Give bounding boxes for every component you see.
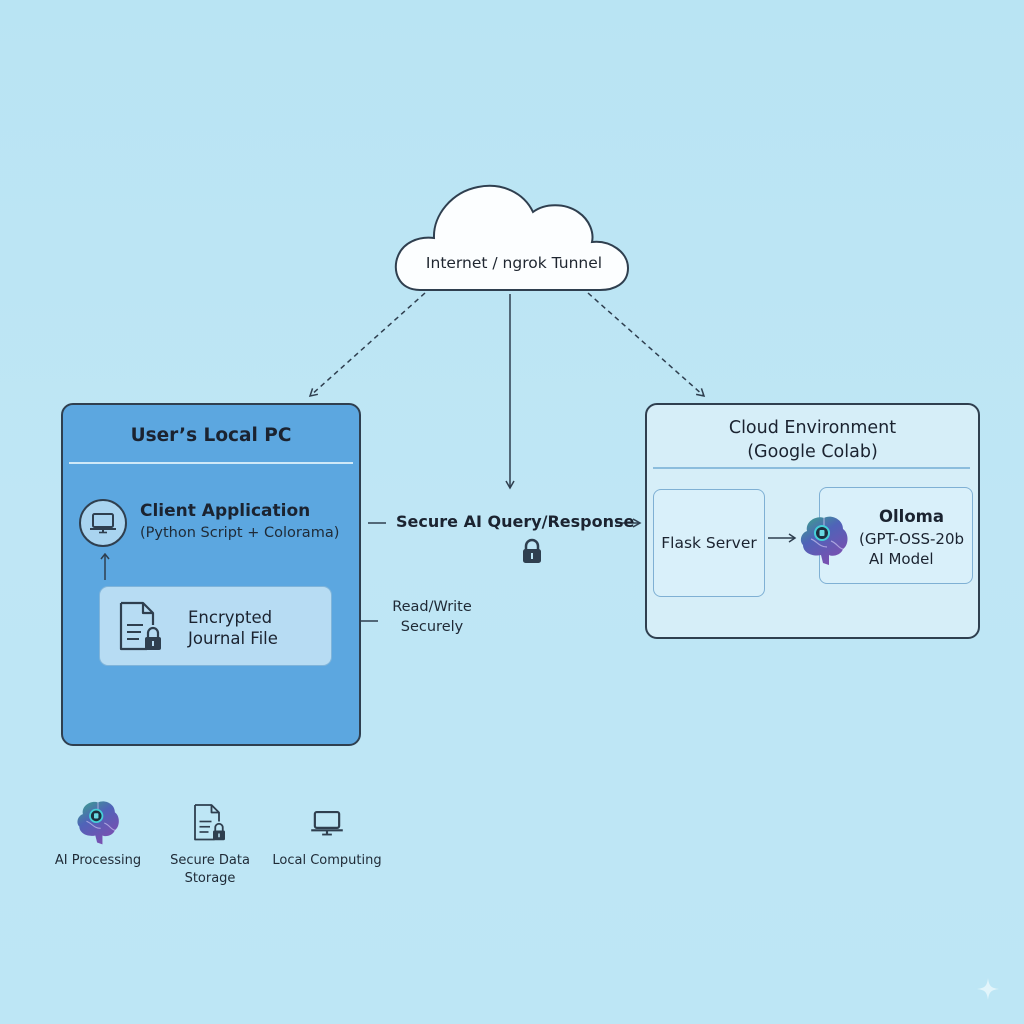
ollama-model-line1: (GPT-OSS-20b — [859, 530, 965, 548]
client-app-title: Client Application — [140, 501, 311, 521]
sparkle-icon — [977, 978, 999, 1000]
brain-icon — [77, 801, 119, 845]
locked-document-icon — [119, 601, 161, 651]
local-pc-title: User’s Local PC — [130, 425, 292, 446]
journal-file-label: Encrypted Journal File — [188, 607, 278, 649]
local-pc-divider — [69, 462, 353, 464]
cloud-env-title-line2: (Google Colab) — [747, 442, 878, 462]
local-pc-panel[interactable]: User’s Local PC Client Application (Pyth… — [61, 403, 361, 746]
right-arrow-icon — [768, 533, 797, 543]
laptop-icon — [311, 810, 343, 836]
tunnel-link-right — [587, 292, 706, 398]
ollama-model-label: (GPT-OSS-20b AI Model — [859, 529, 964, 569]
read-write-line2: Securely — [400, 619, 464, 635]
query-label: Secure AI Query/Response — [396, 512, 635, 531]
journal-label-line1: Encrypted — [188, 608, 273, 627]
cloud-env-title: Cloud Environment (Google Colab) — [647, 416, 978, 464]
legend-label-line2: Storage — [184, 871, 236, 886]
legend-label: Local Computing — [272, 853, 382, 868]
read-write-label: Read/Write Securely — [386, 597, 478, 637]
legend-label-line1: Secure Data — [170, 853, 250, 868]
brain-icon — [800, 516, 848, 565]
locked-document-icon — [194, 804, 225, 841]
cloud-env-divider — [653, 467, 970, 469]
ollama-title: Olloma — [879, 507, 945, 526]
cloud-icon — [394, 184, 630, 291]
tunnel-link-left — [308, 292, 426, 398]
laptop-icon — [79, 499, 127, 547]
flask-server-box[interactable]: Flask Server — [653, 489, 765, 597]
tunnel-label: Internet / ngrok Tunnel — [425, 254, 603, 272]
up-arrow-icon — [100, 553, 110, 580]
legend-label: AI Processing — [54, 853, 142, 868]
legend-ai-processing: AI Processing — [48, 798, 148, 870]
journal-file-box[interactable]: Encrypted Journal File — [99, 586, 332, 666]
cloud-env-panel[interactable]: Cloud Environment (Google Colab) Flask S… — [645, 403, 980, 639]
legend-local-computing: Local Computing — [268, 798, 386, 870]
read-write-line1: Read/Write — [392, 599, 472, 615]
cloud-env-title-line1: Cloud Environment — [728, 418, 897, 438]
legend-secure-storage: Secure Data Storage — [160, 798, 260, 888]
lock-icon — [523, 538, 541, 563]
client-app-subtitle: (Python Script + Colorama) — [140, 525, 340, 541]
journal-label-line2: Journal File — [188, 629, 278, 648]
ollama-model-line2: AI Model — [869, 550, 934, 568]
flask-server-label: Flask Server — [661, 534, 757, 552]
